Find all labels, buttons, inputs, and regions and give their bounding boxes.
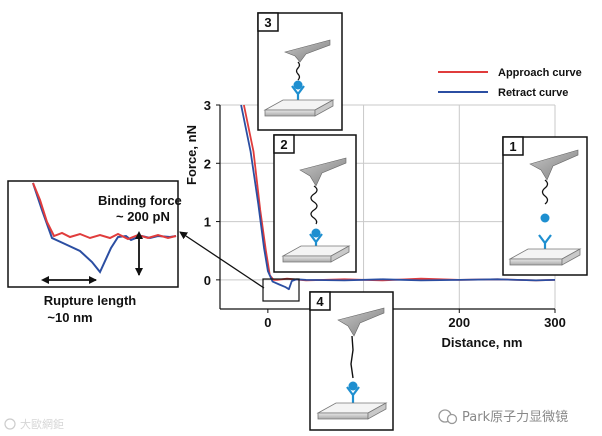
polymer-linker-icon: [295, 61, 301, 81]
polymer-linker-icon: [350, 335, 354, 379]
watermark-left: 大歐網鉅: [4, 417, 64, 431]
y-tick-label: 3: [204, 98, 211, 113]
step-4-number: 4: [316, 294, 324, 309]
cantilever-icon: [299, 157, 347, 187]
watermark-right: Park原子力显微镜: [438, 409, 568, 425]
x-tick-label: 0: [264, 315, 271, 330]
y-tick-label: 0: [204, 273, 211, 288]
watermark-logo-icon: [4, 418, 16, 430]
binding-force-value: ~ 200 pN: [116, 209, 170, 224]
polymer-linker-icon: [541, 179, 549, 205]
ligand-bead-icon: [540, 213, 550, 223]
binding-force-label: Binding force: [98, 193, 182, 208]
x-axis-label: Distance, nm: [442, 335, 523, 350]
y-axis-label: Force, nN: [184, 125, 199, 185]
zoom-arrow: [179, 231, 265, 289]
ligand-bead-icon: [311, 228, 321, 238]
step-3-number: 3: [264, 15, 271, 30]
cantilever-icon: [337, 307, 385, 337]
cantilever-icon: [284, 39, 331, 63]
inset-frame: [7, 180, 179, 288]
ligand-bead-icon: [293, 80, 303, 90]
ligand-bead-icon: [348, 381, 358, 391]
zoom-region-box: [262, 278, 300, 302]
polymer-linker-icon: [310, 185, 318, 225]
step-2-panel: 2: [273, 134, 357, 273]
watermark-left-text: 大歐網鉅: [20, 417, 64, 431]
receptor-icon: [346, 386, 360, 403]
cantilever-icon: [529, 149, 579, 181]
watermark-right-text: Park原子力显微镜: [462, 410, 568, 425]
y-tick-label: 1: [204, 215, 211, 230]
rupture-length-value: ~10 nm: [47, 310, 92, 325]
step-1-number: 1: [509, 139, 516, 154]
step-4-panel: 4: [309, 291, 394, 431]
rupture-length-label: Rupture length: [44, 293, 136, 308]
inset-approach-curve: [32, 182, 177, 241]
step-3-panel: 3: [257, 12, 343, 131]
legend: Approach curve Retract curve: [438, 67, 582, 99]
legend-label-retract: Retract curve: [498, 87, 568, 99]
legend-label-approach: Approach curve: [498, 67, 582, 79]
x-tick-labels: 0 200 300: [264, 309, 566, 330]
x-tick-label: 300: [544, 315, 566, 330]
step-1-panel: 1: [502, 136, 588, 276]
inset-zoom-panel: Binding force ~ 200 pN Rupture length ~1…: [7, 180, 182, 325]
step-2-number: 2: [280, 137, 287, 152]
retract-curve: [240, 104, 556, 291]
x-tick-label: 200: [448, 315, 470, 330]
y-tick-labels: 0 1 2 3: [204, 98, 220, 288]
y-tick-label: 2: [204, 156, 211, 171]
